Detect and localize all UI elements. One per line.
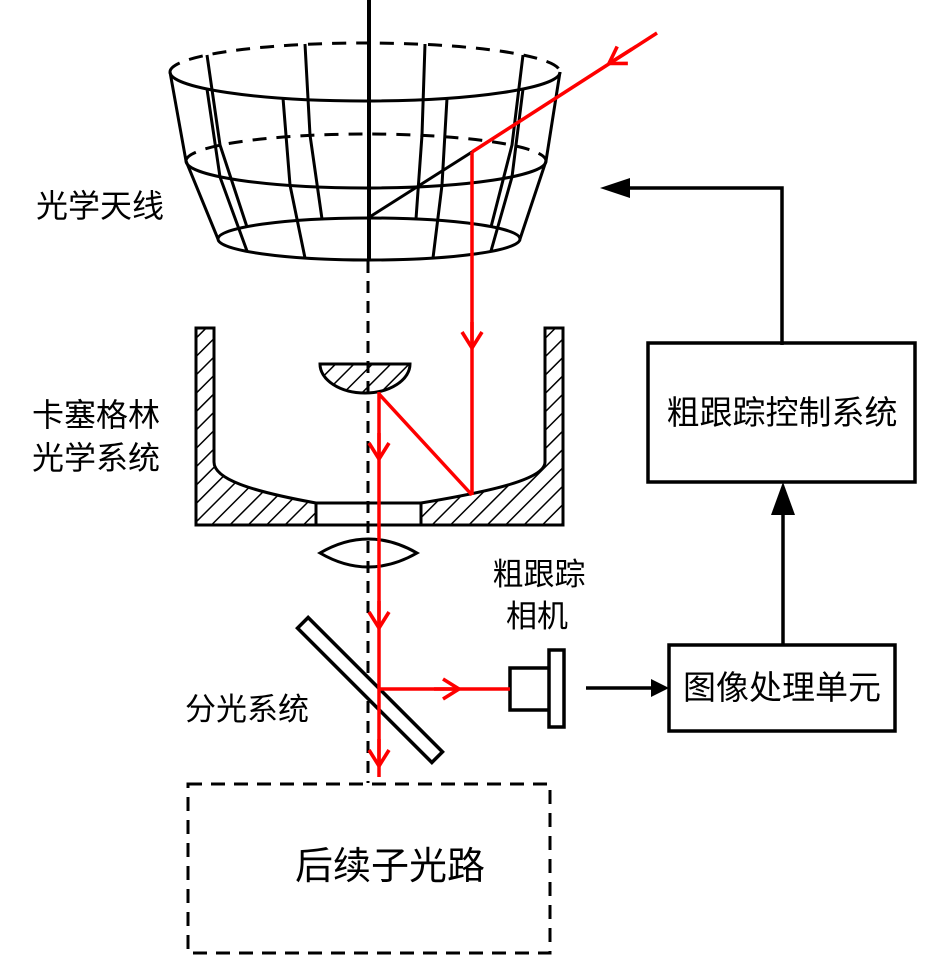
label-coarse-tracking-control: 粗跟踪控制系统 xyxy=(667,393,898,432)
antenna-mid-ring-back xyxy=(184,132,548,162)
light-beam xyxy=(367,31,658,777)
label-subsequent-optical-path: 后续子光路 xyxy=(295,844,485,888)
label-optical-antenna: 光学天线 xyxy=(36,187,164,225)
antenna-tilt-mirror-line xyxy=(367,150,473,220)
antenna-rib xyxy=(431,97,449,259)
antenna-rib-back xyxy=(489,54,525,228)
antenna-top-rim-front xyxy=(168,71,562,103)
camera-body xyxy=(508,666,552,712)
antenna-rib xyxy=(281,97,307,259)
antenna-top-rim-back xyxy=(168,41,562,73)
signal-arrows xyxy=(586,178,795,697)
control-system-box xyxy=(646,341,917,484)
antenna-rib xyxy=(489,88,525,252)
image-processing-box xyxy=(667,643,897,733)
coarse-camera-figure xyxy=(508,648,566,729)
beam-primary-to-secondary xyxy=(377,392,474,497)
antenna-rib-back xyxy=(205,54,249,228)
antenna-edge-left xyxy=(168,71,220,240)
label-coarse-camera-line2: 相机 xyxy=(506,599,568,635)
diagram-labels: 光学天线 卡塞格林 光学系统 粗跟踪 相机 分光系统 粗跟踪控制系统 图像处理单… xyxy=(32,187,898,888)
camera-to-processing-arrowhead xyxy=(651,679,669,697)
subsequent-path-box xyxy=(186,782,552,955)
label-image-processing-unit: 图像处理单元 xyxy=(683,668,881,707)
secondary-mirror xyxy=(318,362,412,395)
label-coarse-camera-line1: 粗跟踪 xyxy=(493,557,586,593)
antenna-rib-back xyxy=(303,43,324,220)
optical-antenna-figure xyxy=(168,41,562,262)
relay-lens xyxy=(317,537,421,569)
label-cassegrain-line2: 光学系统 xyxy=(32,439,160,477)
processing-to-control-arrowhead xyxy=(771,482,795,515)
optical-axis xyxy=(366,0,371,783)
label-cassegrain-line1: 卡塞格林 xyxy=(32,396,160,434)
antenna-rib-back xyxy=(414,43,427,220)
label-beam-splitter: 分光系统 xyxy=(185,692,309,728)
antenna-rib xyxy=(205,88,249,252)
feedback-line xyxy=(630,186,784,345)
beam-arrow-incoming xyxy=(606,45,633,66)
antenna-mid-ring-front xyxy=(184,160,548,190)
antenna-edge-right xyxy=(518,71,562,240)
feedback-arrowhead xyxy=(600,178,630,198)
camera-sensor-plate xyxy=(547,648,566,729)
beam-splitter-plate xyxy=(295,615,445,765)
